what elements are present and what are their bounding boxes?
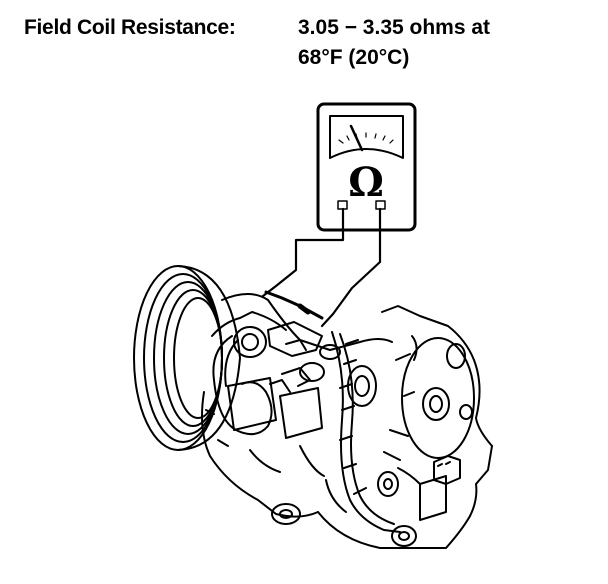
ac-compressor-field-coil-icon: [133, 265, 493, 549]
test-leads: [261, 207, 382, 328]
spec-value-line-2: 68°F (20°C): [298, 46, 410, 69]
ohmmeter-icon: Ω: [316, 102, 417, 232]
ohm-symbol: Ω: [348, 159, 384, 206]
spec-value-line-1: 3.05 − 3.35 ohms at: [298, 16, 491, 39]
spec-label: Field Coil Resistance:: [24, 16, 236, 39]
